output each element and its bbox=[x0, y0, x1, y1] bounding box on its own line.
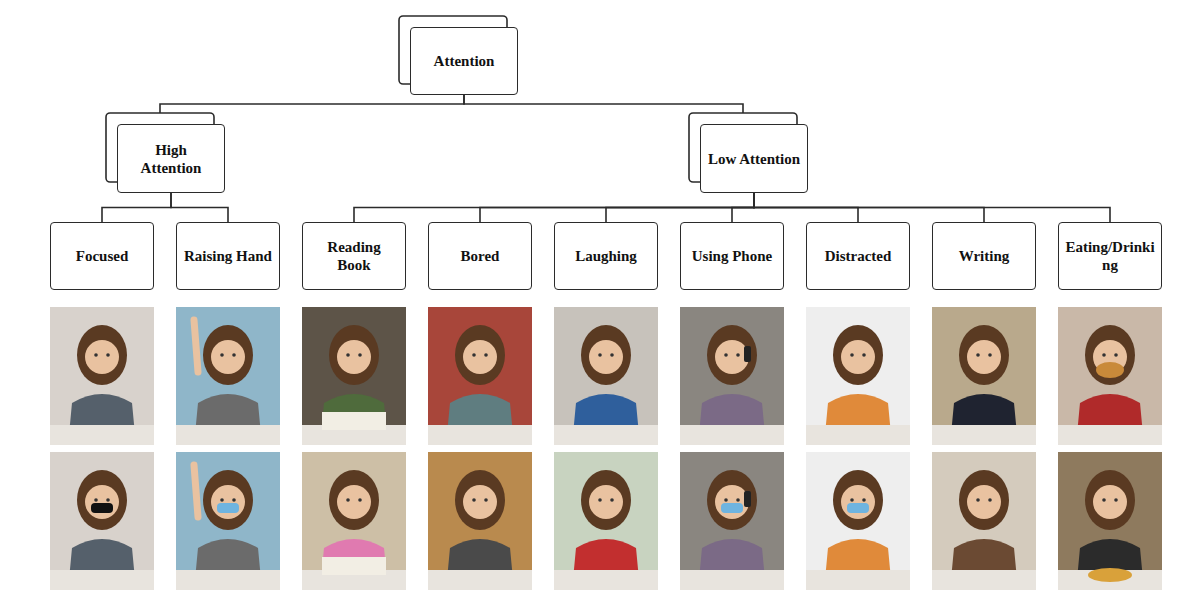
behavior-box: Reading Book bbox=[302, 222, 406, 290]
node-label: Laughing bbox=[575, 247, 637, 265]
tree-connector bbox=[606, 193, 754, 222]
photo-writing-2 bbox=[932, 452, 1036, 590]
node-label: Focused bbox=[76, 247, 129, 265]
category-box: High Attention bbox=[117, 124, 225, 193]
behavior-box: Focused bbox=[50, 222, 154, 290]
tree-connector bbox=[480, 193, 754, 222]
photo-raising-hand-masked bbox=[176, 452, 280, 590]
behavior-box: Laughing bbox=[554, 222, 658, 290]
photo-bored bbox=[428, 307, 532, 445]
tree-connector bbox=[754, 193, 1110, 222]
tree-connector bbox=[102, 193, 171, 222]
node-label: Using Phone bbox=[692, 247, 772, 265]
photo-writing bbox=[932, 307, 1036, 445]
behavior-box: Bored bbox=[428, 222, 532, 290]
tree-connector bbox=[354, 193, 754, 222]
photo-reading-book-2 bbox=[302, 452, 406, 590]
node-label: Attention bbox=[434, 52, 495, 70]
root-box: Attention bbox=[410, 27, 518, 95]
node-label: Writing bbox=[959, 247, 1010, 265]
photo-focused-masked bbox=[50, 452, 154, 590]
photo-reading-book bbox=[302, 307, 406, 445]
photo-laughing bbox=[554, 307, 658, 445]
photo-bored-2 bbox=[428, 452, 532, 590]
behavior-box: Eating/Drinking bbox=[1058, 222, 1162, 290]
photo-using-phone-masked bbox=[680, 452, 784, 590]
node-label: Distracted bbox=[825, 247, 892, 265]
photo-eating-2 bbox=[1058, 452, 1162, 590]
behavior-box: Distracted bbox=[806, 222, 910, 290]
behavior-box: Writing bbox=[932, 222, 1036, 290]
behavior-box: Using Phone bbox=[680, 222, 784, 290]
tree-connector bbox=[171, 193, 228, 222]
photo-distracted bbox=[806, 307, 910, 445]
node-label: High Attention bbox=[124, 141, 218, 177]
tree-connector bbox=[160, 95, 464, 113]
category-box: Low Attention bbox=[700, 124, 808, 193]
photo-focused bbox=[50, 307, 154, 445]
node-label: Low Attention bbox=[708, 150, 800, 168]
photo-eating bbox=[1058, 307, 1162, 445]
node-label: Bored bbox=[461, 247, 500, 265]
photo-using-phone bbox=[680, 307, 784, 445]
node-label: Raising Hand bbox=[184, 247, 272, 265]
photo-raising-hand bbox=[176, 307, 280, 445]
tree-connector bbox=[732, 193, 754, 222]
behavior-box: Raising Hand bbox=[176, 222, 280, 290]
node-label: Eating/Drinking bbox=[1065, 238, 1155, 274]
node-label: Reading Book bbox=[309, 238, 399, 274]
photo-distracted-masked bbox=[806, 452, 910, 590]
tree-connector bbox=[464, 95, 743, 113]
photo-laughing-2 bbox=[554, 452, 658, 590]
